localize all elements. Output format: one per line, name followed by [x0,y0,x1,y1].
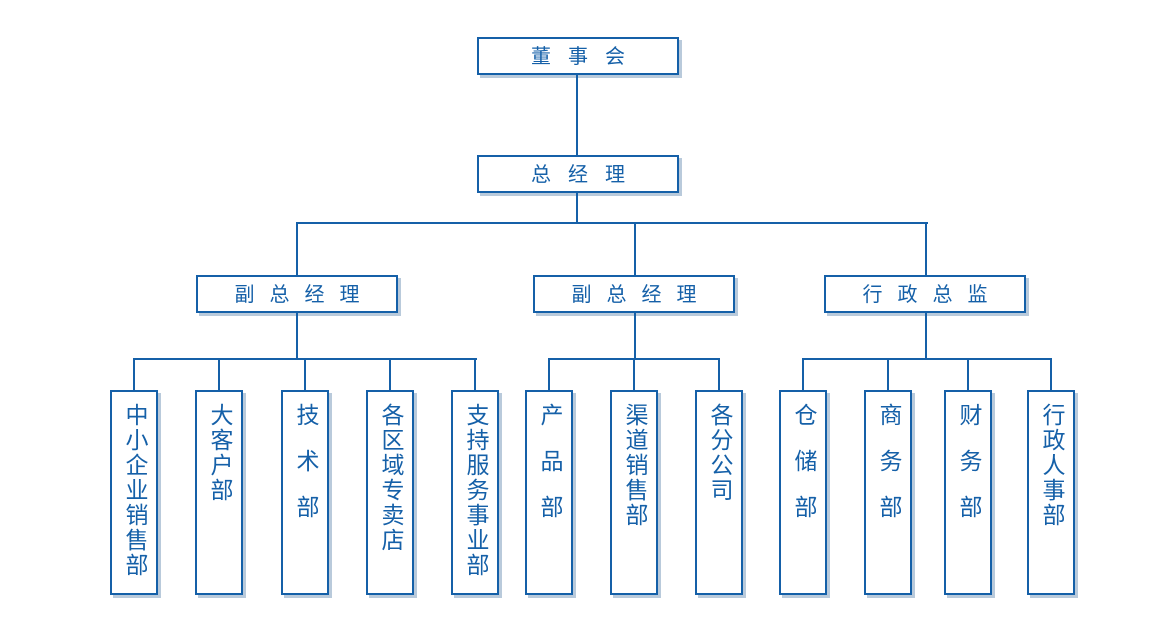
connector-line [925,222,927,275]
org-node-dept-regional-stores: 各区域专卖店 [366,390,414,595]
dept-label: 渠道销售部 [621,403,647,528]
connector-line [718,358,720,390]
connector-line [967,358,969,390]
dept-label: 产品部 [536,403,562,541]
org-node-dept-sme-sales: 中小企业销售部 [110,390,158,595]
dept-label: 支持服务事业部 [462,403,488,578]
connector-line [634,222,636,275]
dept-label: 技术部 [292,403,318,541]
org-node-admin-director: 行政总监 [824,275,1026,313]
dept-label: 财务部 [955,403,981,541]
connector-line [304,358,306,390]
org-node-board: 董事会 [477,37,679,75]
connector-line [634,313,636,359]
org-node-deputy-gm-1: 副总经理 [196,275,398,313]
org-node-general-manager: 总经理 [477,155,679,193]
connector-line [296,222,928,224]
org-node-dept-product: 产品部 [525,390,573,595]
connector-line [474,358,476,390]
org-node-deputy-gm-2: 副总经理 [533,275,735,313]
dept-label: 各区域专卖店 [377,403,403,553]
org-node-dept-commerce: 商务部 [864,390,912,595]
connector-line [548,358,550,390]
connector-line [296,222,298,275]
dept-label: 行政人事部 [1038,403,1064,528]
org-node-dept-technology: 技术部 [281,390,329,595]
org-node-dept-warehouse: 仓储部 [779,390,827,595]
org-node-dept-support-services: 支持服务事业部 [451,390,499,595]
org-node-dept-channel-sales: 渠道销售部 [610,390,658,595]
dept-label: 仓储部 [790,403,816,541]
connector-line [296,313,298,359]
connector-line [887,358,889,390]
connector-line [802,358,804,390]
connector-line [576,193,578,224]
org-node-dept-finance: 财务部 [944,390,992,595]
connector-line [133,358,135,390]
dept-label: 中小企业销售部 [121,403,147,578]
org-node-dept-key-accounts: 大客户部 [195,390,243,595]
connector-line [1050,358,1052,390]
connector-line [802,358,1052,360]
dept-label: 商务部 [875,403,901,541]
org-node-dept-branch-companies: 各分公司 [695,390,743,595]
connector-line [925,313,927,359]
connector-line [389,358,391,390]
dept-label: 各分公司 [706,403,732,503]
dept-label: 大客户部 [206,403,232,503]
connector-line [633,358,635,390]
connector-line [576,75,578,155]
connector-line [218,358,220,390]
org-node-dept-admin-hr: 行政人事部 [1027,390,1075,595]
